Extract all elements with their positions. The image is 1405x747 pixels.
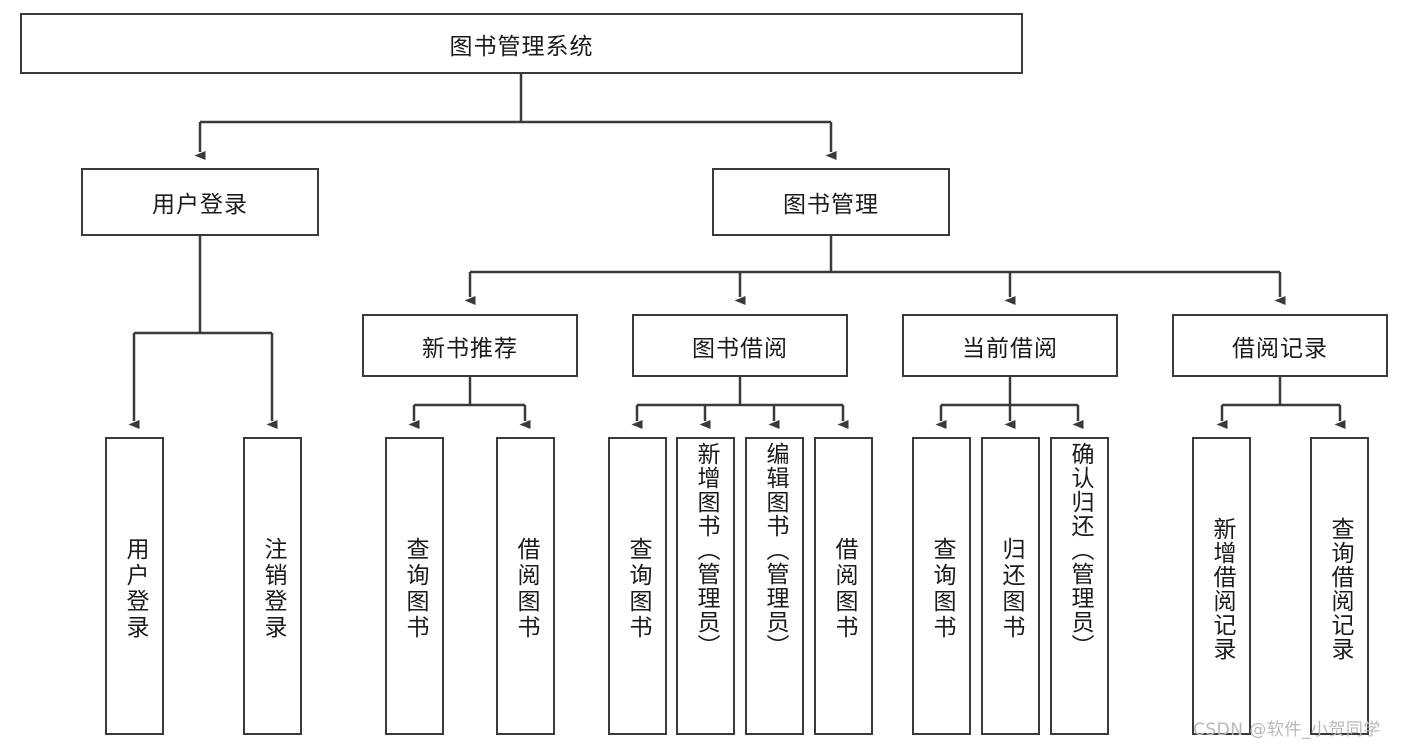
leaf-user-login[interactable]: 用户登录	[105, 437, 164, 735]
leaf-add-borrow-record[interactable]: 新增借阅记录	[1192, 437, 1251, 735]
node-label: 新增图书（管理员）	[693, 442, 719, 658]
leaf-query-book-2[interactable]: 查询图书	[608, 437, 667, 735]
node-new-book-recommend[interactable]: 新书推荐	[362, 314, 578, 377]
node-borrow-record[interactable]: 借阅记录	[1172, 314, 1388, 377]
node-label: 查询图书	[929, 537, 955, 641]
leaf-query-book-3[interactable]: 查询图书	[912, 437, 971, 735]
leaf-confirm-return-admin[interactable]: 确认归还（管理员）	[1050, 437, 1109, 735]
connector-bookmanage-to-level3	[464, 236, 1286, 305]
leaf-query-book-1[interactable]: 查询图书	[385, 437, 444, 735]
connector-root-to-level2	[194, 74, 837, 160]
node-book-borrow[interactable]: 图书借阅	[632, 314, 848, 377]
node-label: 注销登录	[260, 537, 286, 641]
node-user-login[interactable]: 用户登录	[81, 168, 319, 236]
connector-newbook-to-leaves	[408, 377, 531, 429]
connector-userlogin-to-leaves	[128, 236, 278, 429]
node-label: 图书管理	[783, 192, 879, 218]
node-book-manage[interactable]: 图书管理	[712, 168, 950, 236]
node-label: 编辑图书（管理员）	[762, 442, 788, 658]
leaf-borrow-book-2[interactable]: 借阅图书	[814, 437, 873, 735]
node-current-borrow[interactable]: 当前借阅	[902, 314, 1118, 377]
leaf-add-book-admin[interactable]: 新增图书（管理员）	[676, 437, 735, 735]
node-label: 借阅图书	[831, 537, 857, 641]
node-label: 查询图书	[625, 537, 651, 641]
node-label: 用户登录	[152, 192, 248, 218]
node-label: 查询借阅记录	[1327, 517, 1353, 661]
node-label: 新书推荐	[422, 335, 518, 362]
node-label: 归还图书	[998, 537, 1024, 641]
csdn-watermark: CSDN @软件_小贺同学	[1193, 720, 1381, 740]
node-label: 图书借阅	[692, 335, 788, 362]
node-label: 图书管理系统	[449, 33, 594, 60]
leaf-query-borrow-record[interactable]: 查询借阅记录	[1310, 437, 1369, 735]
node-label: 借阅图书	[513, 537, 539, 641]
leaf-borrow-book-1[interactable]: 借阅图书	[496, 437, 555, 735]
connector-bookborrow-to-leaves	[631, 377, 849, 429]
node-label: 用户登录	[122, 537, 148, 641]
node-label: 借阅记录	[1232, 335, 1328, 362]
leaf-edit-book-admin[interactable]: 编辑图书（管理员）	[745, 437, 804, 735]
node-label: 新增借阅记录	[1209, 517, 1235, 661]
node-label: 确认归还（管理员）	[1067, 442, 1093, 658]
leaf-return-book[interactable]: 归还图书	[981, 437, 1040, 735]
connector-currentborrow-to-leaves	[935, 377, 1084, 429]
node-root-book-management-system[interactable]: 图书管理系统	[20, 13, 1023, 74]
node-label: 当前借阅	[962, 335, 1058, 362]
leaf-logout-login[interactable]: 注销登录	[243, 437, 302, 735]
connector-borrowrecord-to-leaves	[1216, 377, 1346, 429]
node-label: 查询图书	[402, 537, 428, 641]
